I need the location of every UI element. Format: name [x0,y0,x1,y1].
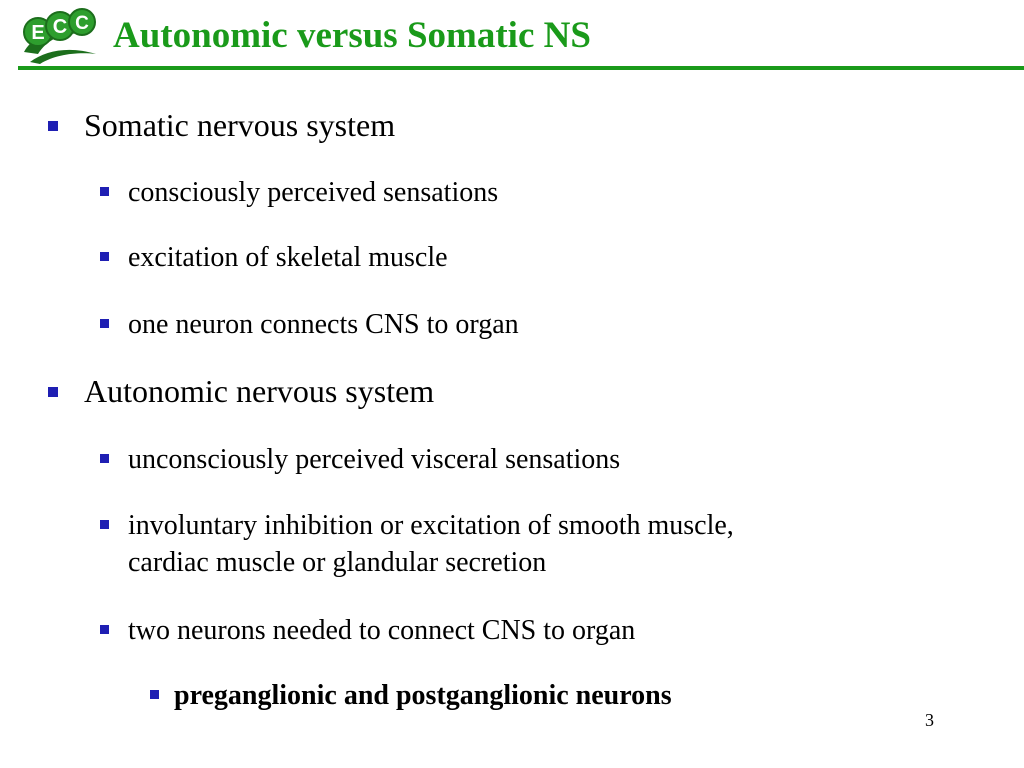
ecc-logo-icon: E C C [23,8,96,64]
square-bullet-icon [150,690,159,699]
square-bullet-icon [48,387,58,397]
sub-bullet-label: cardiac muscle or glandular secretion [128,547,547,578]
sub-bullet-label: excitation of skeletal muscle [128,242,448,273]
square-bullet-icon [100,319,109,328]
bullet-label: Somatic nervous system [84,107,396,143]
square-bullet-icon [100,625,109,634]
square-bullet-icon [100,520,109,529]
slide-title: Autonomic versus Somatic NS [113,15,591,56]
sub-bullet-label: two neurons needed to connect CNS to org… [128,615,636,646]
sub-sub-bullet-label: preganglionic and postganglionic neurons [174,680,672,711]
square-bullet-icon [100,252,109,261]
logo-letter-e: E [31,22,44,44]
square-bullet-icon [48,121,58,131]
page-number: 3 [925,710,934,730]
sub-bullet-label: unconsciously perceived visceral sensati… [128,444,621,475]
logo-letter-c: C [75,13,89,34]
logo-letter-c: C [53,16,67,38]
sub-bullet-label: one neuron connects CNS to organ [128,309,519,340]
sub-bullet-label: consciously perceived sensations [128,177,499,208]
square-bullet-icon [100,187,109,196]
sub-bullet-label: involuntary inhibition or excitation of … [128,510,734,541]
title-divider [18,66,1024,70]
bullet-label: Autonomic nervous system [84,373,435,409]
square-bullet-icon [100,454,109,463]
